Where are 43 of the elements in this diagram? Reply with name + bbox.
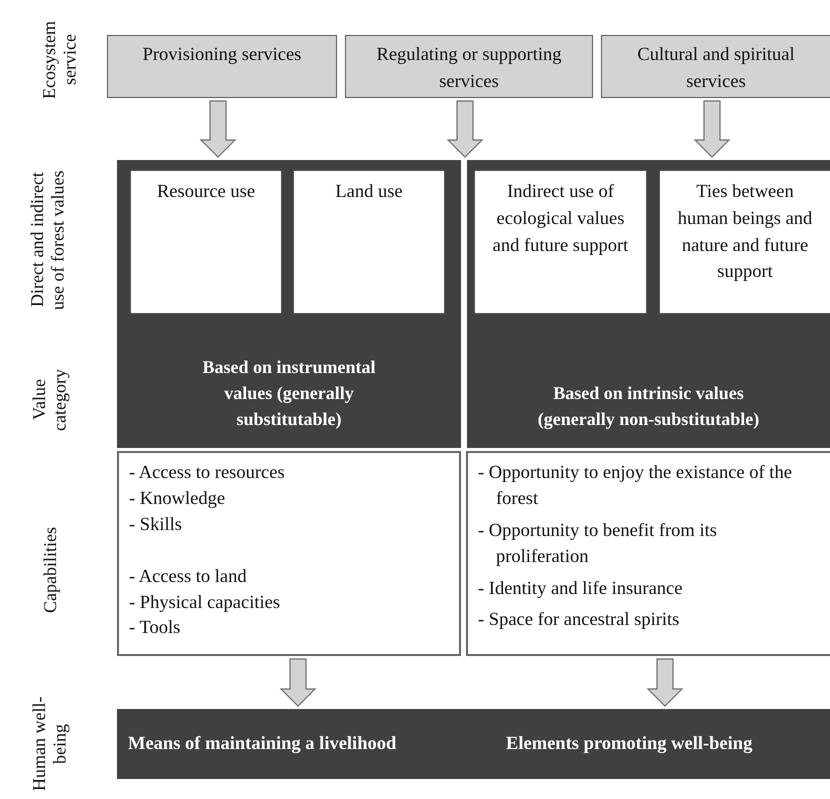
capability-item: - Space for ancestral spirits: [478, 609, 680, 632]
node-text: Land use: [335, 182, 403, 202]
node-text: Regulating or supporting services: [376, 44, 562, 94]
value-category-text: Based on intrinsic values (generally non-substitutable): [536, 382, 760, 431]
well-being-text: Means of maintaining a livelihood: [128, 734, 396, 755]
node-text: Indirect use of ecological values and future support: [492, 182, 628, 256]
row-label: Value category: [29, 368, 71, 433]
capability-item: - Opportunity to benefit from its proliferation: [478, 520, 718, 569]
well-being-bar: [117, 709, 830, 779]
block-arrow: [646, 658, 684, 707]
service-box: [345, 35, 593, 98]
node-text: Resource use: [156, 182, 256, 202]
capability-item: - Access to resources: [129, 462, 286, 485]
node-text: Cultural and spiritual services: [636, 44, 796, 94]
row-label: Ecosystem service: [39, 20, 81, 101]
value-panel: [117, 160, 461, 448]
capability-item: - Opportunity to enjoy the existance of the forest: [478, 462, 793, 511]
block-arrow: [200, 100, 236, 158]
value-category-text: Based on instrumental values (generally substitutable): [201, 356, 377, 431]
node-text: Ties between human beings and nature and future support: [678, 182, 812, 282]
well-being-text: Elements promoting well-being: [506, 734, 752, 755]
capability-item: - Physical capacities: [129, 592, 282, 615]
capability-item: - Skills: [129, 514, 183, 537]
service-box: [601, 35, 830, 98]
capability-item: - Tools: [129, 617, 182, 640]
row-label: Human well-being: [29, 696, 71, 794]
row-label: Direct and indirect use of forest values: [27, 169, 69, 312]
capability-item: - Identity and life insurance: [478, 578, 684, 601]
row-label: Capabilities: [40, 527, 60, 613]
capability-item: - Access to land: [129, 566, 248, 589]
use-box: [130, 170, 282, 314]
node-text: Provisioning services: [142, 44, 302, 67]
capabilities-box: [117, 451, 461, 656]
use-box: [293, 170, 445, 314]
capabilities-box: [466, 451, 830, 656]
value-panel: [467, 160, 830, 448]
block-arrow: [694, 100, 730, 158]
use-box: [474, 170, 647, 314]
block-arrow: [280, 658, 316, 707]
service-box: [107, 35, 337, 98]
use-box: [659, 170, 830, 314]
capability-item: - Knowledge: [129, 488, 226, 511]
block-arrow: [446, 100, 484, 158]
